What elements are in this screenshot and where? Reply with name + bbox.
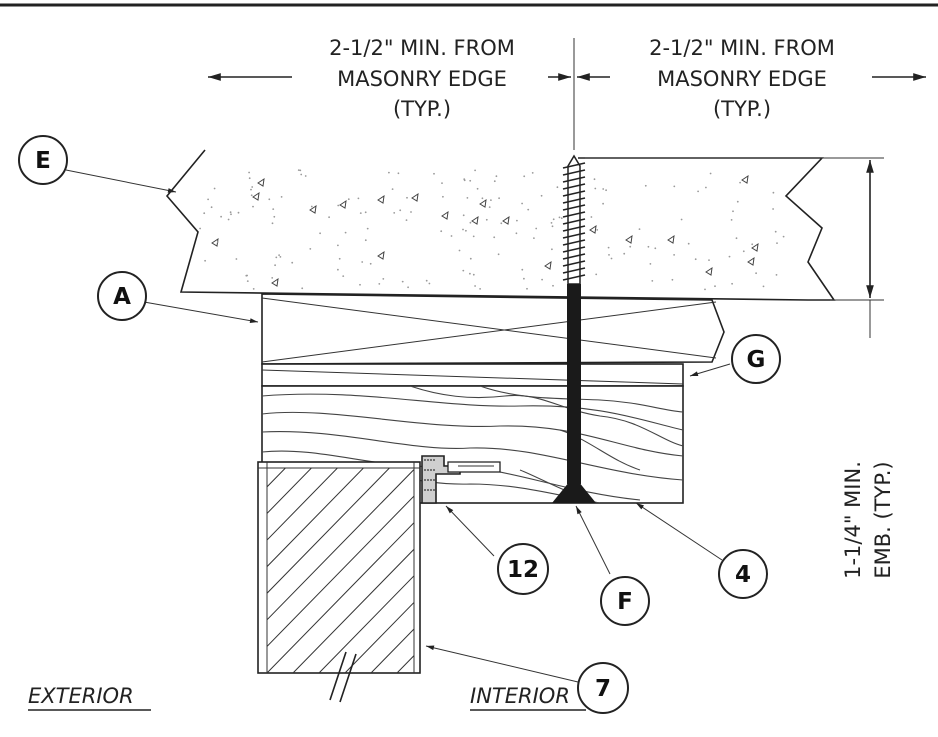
callout-7-label: 7 (595, 676, 611, 702)
callout-12-label: 12 (507, 557, 539, 583)
right-dimension-line2: MASONRY EDGE (657, 67, 827, 91)
callout-e-leader (65, 169, 177, 193)
callout-4: 4 (718, 549, 768, 599)
callout-7: 7 (577, 662, 629, 714)
callout-4-label: 4 (735, 562, 751, 588)
shim-cross-2 (261, 301, 717, 363)
right-dimension-line3: (TYP.) (713, 97, 771, 121)
left-dimension-line1: 2-1/2" MIN. FROM (329, 36, 515, 60)
embedment-line2: EMB. (TYP.) (871, 461, 895, 578)
shim (261, 293, 725, 365)
callout-4-leader (635, 502, 723, 561)
break-mark (329, 651, 357, 703)
masonry-aggregate (199, 169, 785, 291)
callout-g: G (731, 334, 781, 384)
exterior-label: EXTERIOR (28, 684, 134, 708)
interior-label: INTERIOR (470, 684, 570, 708)
left-dimension-label: 2-1/2" MIN. FROM MASONRY EDGE (TYP.) (329, 36, 515, 121)
masonry-block (165, 149, 836, 301)
callout-a-label: A (113, 284, 131, 310)
callout-f-leader (575, 505, 611, 575)
left-dimension-line2: MASONRY EDGE (337, 67, 507, 91)
door-frame (257, 461, 421, 674)
embedment-line1: 1-1/4" MIN. (841, 461, 865, 579)
callout-e: E (18, 135, 68, 185)
left-dimension-line3: (TYP.) (393, 97, 451, 121)
callout-g-label: G (747, 347, 766, 373)
right-dimension-label: 2-1/2" MIN. FROM MASONRY EDGE (TYP.) (649, 36, 835, 121)
sealant-layer-line (261, 369, 684, 385)
callout-g-leader (689, 363, 731, 377)
callout-f: F (600, 576, 650, 626)
callout-12: 12 (497, 543, 549, 595)
callout-a-leader (143, 301, 259, 323)
right-dimension-line1: 2-1/2" MIN. FROM (649, 36, 835, 60)
callout-f-label: F (617, 589, 633, 615)
callout-7-leader (425, 645, 579, 683)
callout-e-label: E (35, 148, 51, 174)
shim-cross-1 (261, 297, 717, 359)
anchor-screw (552, 154, 596, 503)
callout-a: A (97, 271, 147, 321)
callout-12-leader (445, 505, 495, 557)
weatherstrip (421, 455, 501, 504)
sealant-layer (261, 363, 684, 387)
